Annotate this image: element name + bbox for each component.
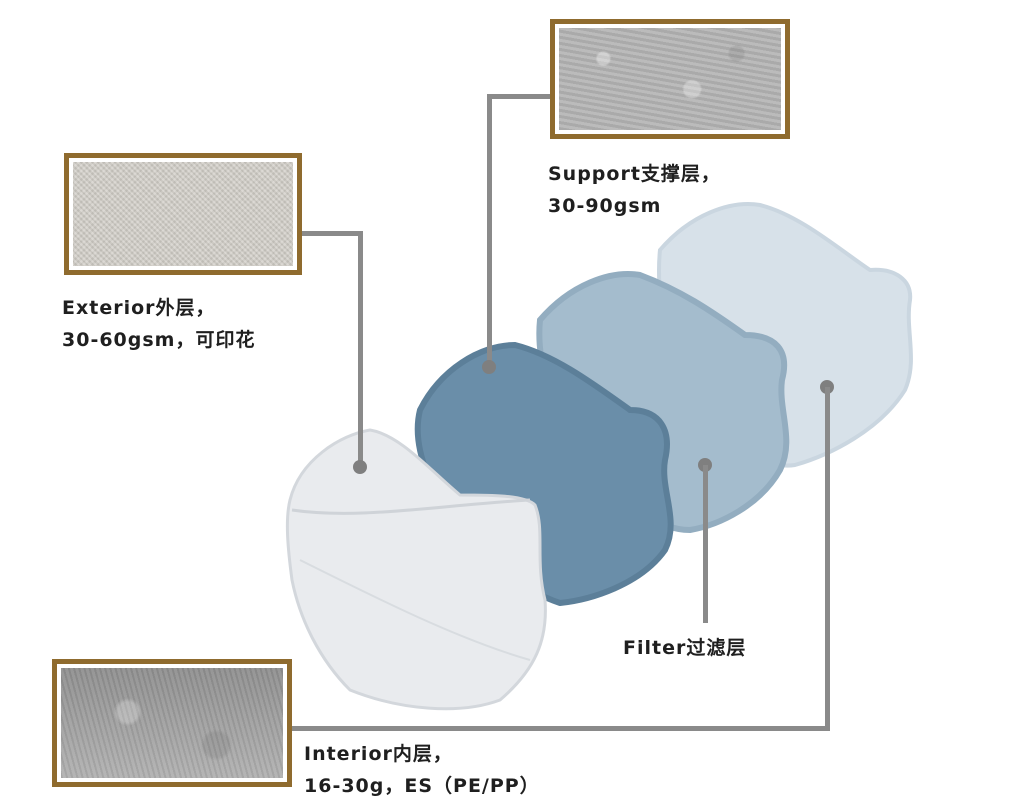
exterior-swatch: [64, 153, 302, 275]
exterior-title: Exterior外层，: [62, 297, 216, 319]
support-title: Support支撑层，: [548, 163, 721, 185]
interior-connector-horizontal: [292, 726, 830, 731]
interior-fabric-texture: [61, 668, 283, 778]
support-label: Support支撑层， 30-90gsm: [548, 158, 721, 222]
filter-label: Filter过滤层: [623, 632, 746, 664]
support-fabric-texture: [559, 28, 781, 130]
exterior-layer-shape: [285, 428, 547, 711]
filter-connector-vertical: [703, 465, 708, 623]
support-swatch: [550, 19, 790, 139]
exterior-connector-vertical: [358, 231, 363, 467]
exterior-connector-horizontal: [302, 231, 363, 236]
interior-swatch: [52, 659, 292, 787]
interior-detail: 16-30g，ES（PE/PP）: [304, 775, 540, 797]
support-connector-horizontal: [487, 94, 550, 99]
interior-label: Interior内层， 16-30g，ES（PE/PP）: [304, 738, 540, 802]
filter-title: Filter过滤层: [623, 637, 747, 659]
interior-connector-vertical: [825, 387, 830, 731]
interior-title: Interior内层，: [304, 743, 453, 765]
support-connector-vertical: [487, 94, 492, 366]
exterior-detail: 30-60gsm，可印花: [62, 329, 256, 351]
exterior-label: Exterior外层， 30-60gsm，可印花: [62, 292, 255, 356]
support-detail: 30-90gsm: [548, 195, 662, 217]
exterior-connector-dot: [353, 460, 367, 474]
exterior-fabric-texture: [73, 162, 293, 266]
support-connector-dot: [482, 360, 496, 374]
